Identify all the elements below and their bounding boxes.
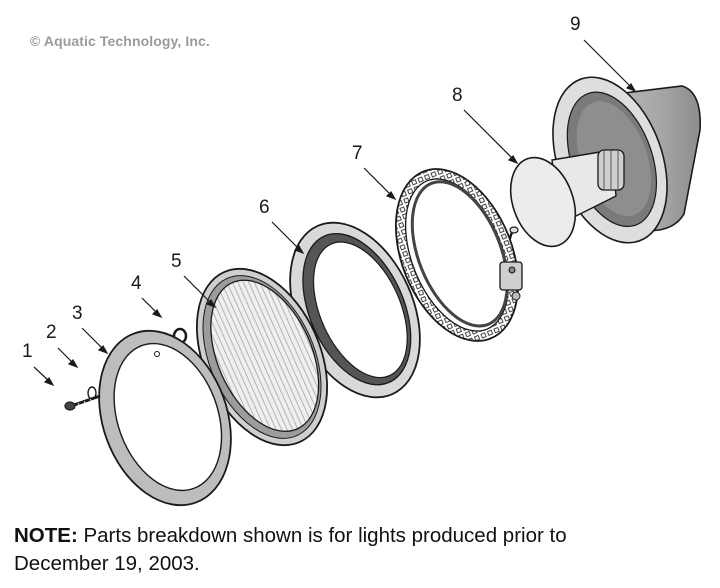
part-1-screw [64, 394, 101, 411]
callout-7: 7 [352, 143, 363, 164]
clamp-latch [499, 261, 523, 301]
arrow-8 [463, 109, 519, 165]
callout-9: 9 [570, 14, 581, 35]
callout-8: 8 [452, 85, 463, 106]
note-label: NOTE: [14, 524, 78, 547]
arrow-3 [81, 327, 109, 355]
callout-2: 2 [46, 322, 57, 343]
arrow-4 [141, 297, 163, 319]
part-7-clamp-ring [394, 168, 523, 342]
note-line-1: NOTE: Parts breakdown shown is for light… [14, 522, 714, 550]
arrow-2 [57, 347, 79, 369]
arrow-9 [583, 39, 637, 93]
part-3-face-ring [98, 329, 232, 507]
callout-1: 1 [22, 341, 33, 362]
callout-6: 6 [259, 197, 270, 218]
arrow-1 [33, 366, 55, 387]
note-line-2: December 19, 2003. [14, 552, 200, 575]
production-note: NOTE: Parts breakdown shown is for light… [14, 522, 714, 578]
arrow-6 [271, 221, 305, 255]
callout-4: 4 [131, 273, 142, 294]
leader-arrows [33, 39, 637, 387]
copyright-notice: © Aquatic Technology, Inc. [30, 33, 210, 49]
part-5-lens [195, 267, 329, 447]
callout-5: 5 [171, 251, 182, 272]
arrow-7 [363, 167, 397, 201]
callout-3: 3 [72, 303, 83, 324]
bulb-base-threads [597, 149, 625, 191]
part-8-bulb-reflector [509, 149, 625, 248]
note-text: Parts breakdown shown is for lights prod… [77, 524, 567, 547]
arrow-5 [183, 275, 217, 309]
